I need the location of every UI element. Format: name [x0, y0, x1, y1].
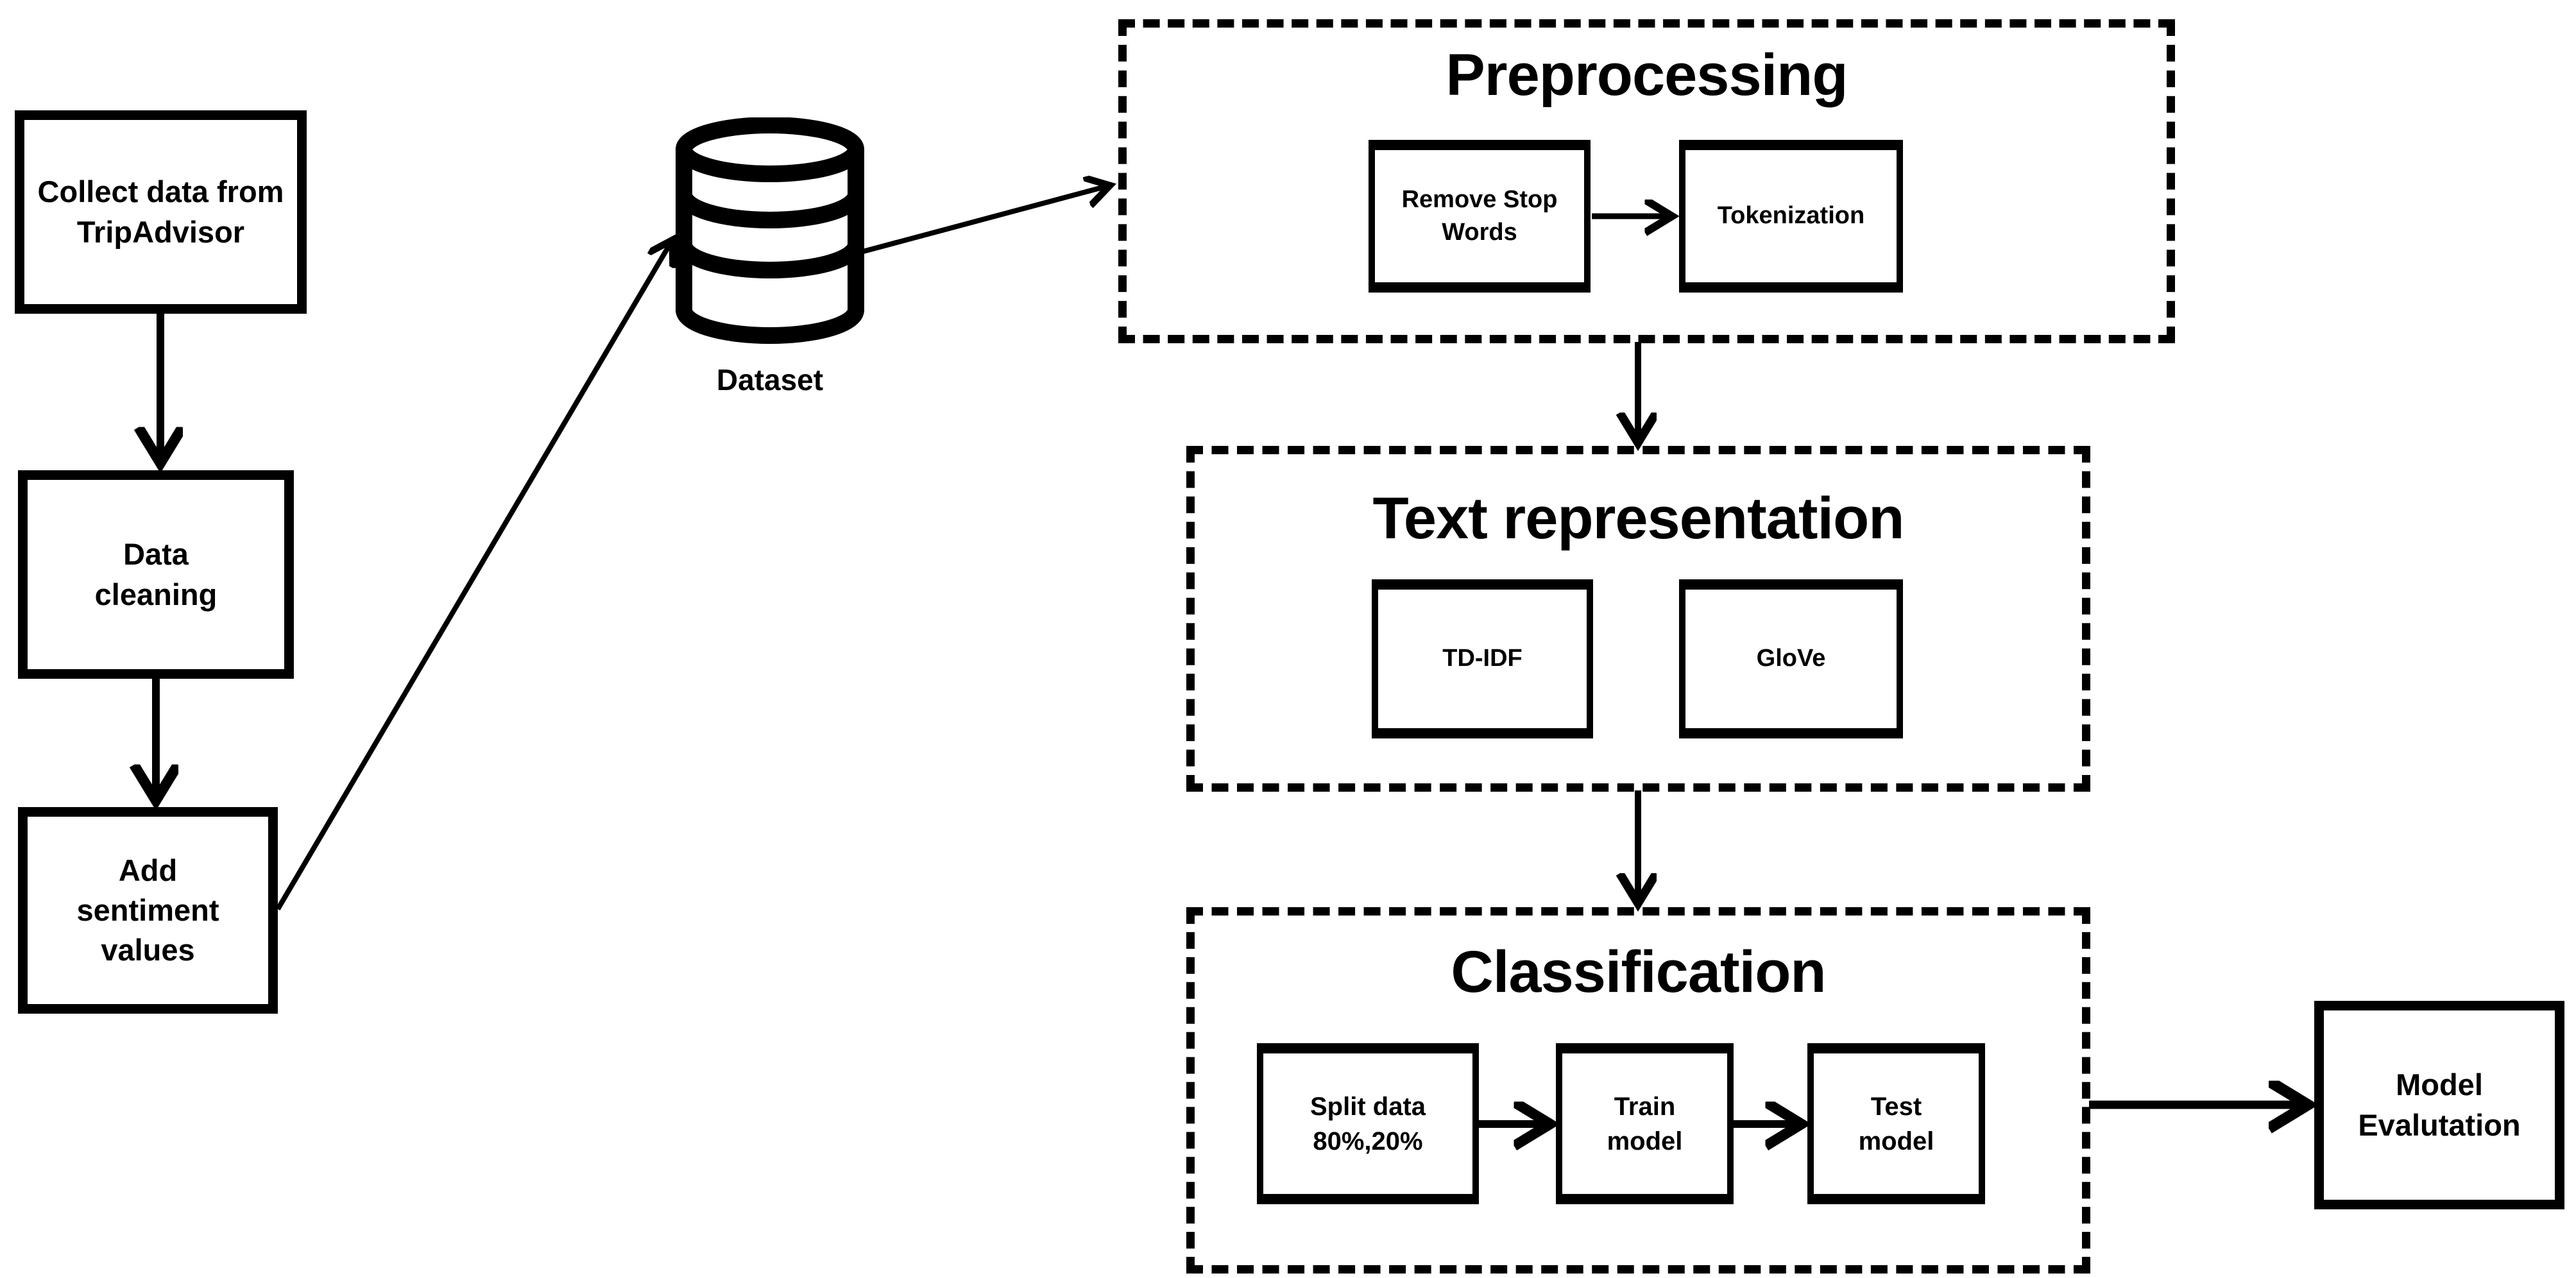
collect-data-box: Collect data from TripAdvisor [15, 110, 307, 314]
classification-group: Classification Split data 80%,20% Train … [1186, 907, 2090, 1274]
test-model-box: Test model [1807, 1043, 1985, 1204]
preprocessing-title: Preprocessing [1446, 42, 1848, 108]
tokenization-box: Tokenization [1679, 140, 1903, 293]
train-model-label: Train model [1607, 1092, 1683, 1155]
dataset-label: Dataset [716, 363, 824, 396]
td-idf-box: TD-IDF [1372, 579, 1593, 738]
text-representation-title: Text representation [1372, 486, 1905, 551]
remove-stop-words-label: Remove Stop Words [1401, 185, 1558, 246]
arrow-sentiment-to-dataset [275, 240, 672, 911]
split-data-label: Split data 80%,20% [1309, 1092, 1426, 1155]
model-evaluation-box: Model Evalutation [2314, 1001, 2564, 1209]
test-model-label: Test model [1858, 1092, 1934, 1155]
arrow-dataset-to-preprocessing [862, 185, 1110, 254]
train-model-box: Train model [1556, 1043, 1734, 1204]
td-idf-label: TD-IDF [1442, 645, 1523, 672]
classification-title: Classification [1451, 939, 1826, 1005]
remove-stop-words-box: Remove Stop Words [1369, 140, 1591, 293]
glove-label: GloVe [1756, 645, 1826, 672]
preprocessing-group: Preprocessing Remove Stop Words Tokeniza… [1118, 19, 2175, 343]
tokenization-label: Tokenization [1717, 202, 1865, 230]
data-cleaning-label: Data cleaning [94, 537, 218, 611]
glove-box: GloVe [1679, 579, 1903, 738]
database-icon [676, 117, 864, 344]
add-sentiment-label: Add sentiment values [76, 853, 219, 967]
data-cleaning-box: Data cleaning [18, 470, 294, 679]
text-representation-group: Text representation TD-IDF GloVe [1186, 446, 2090, 792]
split-data-box: Split data 80%,20% [1257, 1043, 1479, 1204]
collect-data-label: Collect data from TripAdvisor [37, 175, 284, 249]
model-evaluation-label: Model Evalutation [2358, 1068, 2521, 1142]
add-sentiment-box: Add sentiment values [18, 807, 278, 1014]
